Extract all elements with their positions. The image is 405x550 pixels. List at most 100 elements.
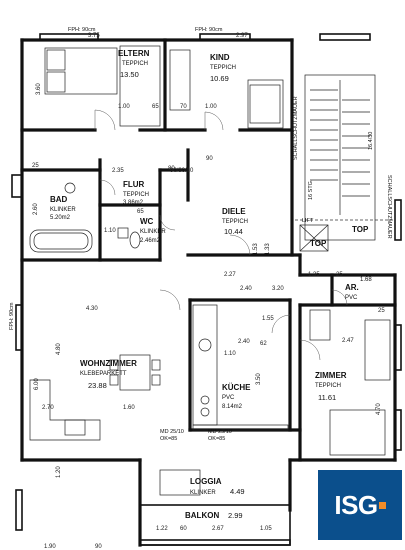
room-zimmer-floor: TEPPICH <box>315 383 341 389</box>
room-zimmer-name: ZIMMER <box>315 371 347 380</box>
dim-kue-1: 2.40 <box>238 339 250 345</box>
shaft-label-left: SCHALLSCHUTZMAUER <box>293 96 299 160</box>
dim-diele-width: 2.27 <box>224 272 236 278</box>
isg-logo: ISG <box>318 470 402 540</box>
room-loggia-floor: KLINKER <box>190 490 216 496</box>
windows <box>11 33 402 546</box>
room-bad-area: 5.20m2 <box>50 215 71 221</box>
room-wc-floor: KLINKER <box>140 229 166 235</box>
dim-top-1: 3.75 <box>88 33 100 39</box>
room-kind-area: 10.69 <box>210 74 229 83</box>
dim-bottom-strip-2: 90 <box>95 544 102 550</box>
dim-diele-side-1: 1.53 <box>253 243 259 255</box>
dim-bad-side: 2.60 <box>33 203 39 215</box>
room-balkon-area: 2.99 <box>228 511 243 520</box>
stairs-ratio: 16.4/30 <box>368 132 374 150</box>
room-eltern-floor: TEPPICH <box>122 61 148 67</box>
dim-diele-side-2: 1.33 <box>265 243 271 255</box>
lift-label: LIFT <box>302 218 314 224</box>
room-kueche-area: 8.14m2 <box>222 404 243 410</box>
logo-text: ISG <box>334 489 378 520</box>
dim-kind-bottom-1: 1.00 <box>205 104 217 110</box>
room-wohnzimmer-name: WOHNZIMMER <box>80 359 137 368</box>
dim-bad-top: 25 <box>32 163 39 169</box>
top-label-2: TOP <box>352 225 369 234</box>
dim-flur-top-2: 90/90/10 <box>170 168 194 174</box>
dim-bottom-strip-1: 1.90 <box>44 544 56 550</box>
dim-eltern-bottom-2: 65 <box>152 104 159 110</box>
room-flur-floor: TEPPICH <box>123 192 149 198</box>
balcony-outline <box>139 504 291 546</box>
room-ar-name: AR. <box>345 283 359 292</box>
room-diele-name: DIELE <box>222 207 246 216</box>
doors <box>94 109 348 361</box>
stairs-steps: 16 STG. <box>308 179 314 200</box>
window-label-1: FPH: 90cm <box>68 27 96 33</box>
dim-zimmer-2: 25 <box>378 308 385 314</box>
logo-accent-dot <box>378 501 386 509</box>
room-loggia-name: LOGGIA <box>190 477 222 486</box>
room-kind-name: KIND <box>210 53 230 62</box>
room-loggia-area: 4.49 <box>230 487 245 496</box>
top-label-1: TOP <box>310 239 327 248</box>
room-labels: ELTERN TEPPICH 13.50 KIND TEPPICH 10.69 … <box>50 49 372 520</box>
room-kind-floor: TEPPICH <box>210 65 236 71</box>
dim-eltern-bottom-1: 1.00 <box>118 104 130 110</box>
room-flur-area: 3.86m2 <box>123 200 144 206</box>
room-diele-area: 10.44 <box>224 227 243 236</box>
window-label-2: FPH: 90cm <box>195 27 223 33</box>
staircase <box>295 74 395 241</box>
dim-kue-5: 1.10 <box>224 351 236 357</box>
dim-eltern-side: 3.60 <box>36 83 42 95</box>
dim-wc-door: 65 <box>137 209 144 215</box>
door-label-3: MD 25/10 <box>208 429 232 435</box>
dim-wz-width: 4.30 <box>86 306 98 312</box>
dim-left-col-2: 3.20 <box>272 286 284 292</box>
room-kueche-name: KÜCHE <box>222 383 251 392</box>
dim-top-2: 2.97 <box>236 33 248 39</box>
dim-zimmer-3: 4.70 <box>376 403 382 415</box>
shaft-label-right: SCHALLSCHUTZMAUER <box>386 175 392 239</box>
door-label-1: MD 25/10 <box>160 429 184 435</box>
elevator <box>299 224 329 252</box>
dim-right-top-2: 25 <box>336 272 343 278</box>
room-zimmer-area: 11.61 <box>318 393 336 402</box>
dim-flur-top-3: 90 <box>206 156 213 162</box>
window-label-group: FPH: 90cm FPH: 90cm FPH: 90cm <box>9 27 223 330</box>
room-diele-floor: TEPPICH <box>222 219 248 225</box>
dim-left-col-1: 2.40 <box>240 286 252 292</box>
dim-balkon-1: 1.22 <box>156 526 168 532</box>
dim-kue-2: 3.50 <box>256 373 262 385</box>
room-eltern-area: 13.50 <box>120 70 139 79</box>
window-label-3: FPH: 90cm <box>9 302 15 330</box>
dim-wz-side: 6.00 <box>34 378 40 390</box>
room-wohnzimmer-floor: KLEBEPARKETT <box>80 371 127 377</box>
dim-balkon-2: 2.67 <box>212 526 224 532</box>
room-flur-name: FLUR <box>123 180 145 189</box>
dim-wz-bottom-2: 1.60 <box>123 405 135 411</box>
furniture <box>29 45 391 496</box>
room-wc-name: WC <box>140 217 154 226</box>
dim-balkon-4: 1.05 <box>260 526 272 532</box>
dim-diele-door: 80 <box>168 166 175 172</box>
dim-wz-height: 4.80 <box>56 343 62 355</box>
room-bad-floor: KLINKER <box>50 207 76 213</box>
room-balkon-name: BALKON <box>185 511 219 520</box>
dim-kue-3: 62 <box>260 341 267 347</box>
dim-kind-bottom-2: 70 <box>180 104 187 110</box>
room-eltern-name: ELTERN <box>118 49 150 58</box>
room-kueche-floor: PVC <box>222 395 235 401</box>
dim-right-top-1: 1.35 <box>308 272 320 278</box>
dim-wc-left: 1.10 <box>104 228 116 234</box>
room-wc-area: 2.46m2 <box>140 238 161 244</box>
dimension-labels: 3.75 2.97 3.60 1.00 65 1.00 70 2.35 90/9… <box>32 33 385 550</box>
dim-kue-4: 1.55 <box>262 316 274 322</box>
dim-flur-top-1: 2.35 <box>112 168 124 174</box>
room-ar-floor: PVC <box>345 295 358 301</box>
room-ar-area: 1.68 <box>360 277 372 283</box>
door-label-4: OK=85 <box>208 436 225 442</box>
door-label-2: OK=85 <box>160 436 177 442</box>
dim-zimmer-1: 2.47 <box>342 338 354 344</box>
dim-wz-bottom-1: 2.70 <box>42 405 54 411</box>
